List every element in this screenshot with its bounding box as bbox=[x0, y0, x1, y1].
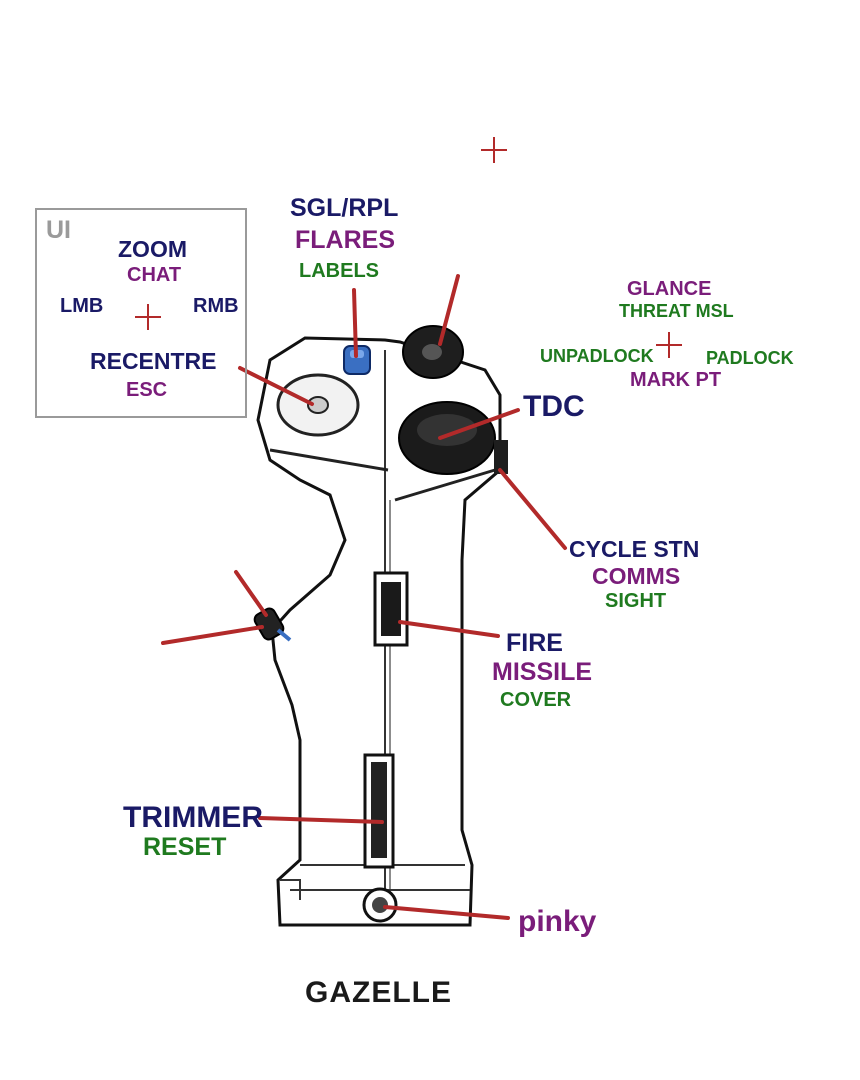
missile-label: MISSILE bbox=[492, 658, 593, 686]
leader-side-2 bbox=[161, 625, 264, 645]
cycle-stn-button bbox=[494, 440, 508, 474]
unpadlock-label: UNPADLOCK bbox=[540, 346, 654, 366]
rmb-label: RMB bbox=[193, 295, 239, 317]
comms-label: COMMS bbox=[592, 563, 681, 589]
glance-label: GLANCE bbox=[627, 278, 712, 300]
leader-fire bbox=[398, 620, 500, 638]
recentre-label: RECENTRE bbox=[90, 348, 217, 374]
zoom-label: ZOOM bbox=[118, 236, 187, 262]
leader-hat bbox=[438, 274, 460, 346]
mark-pt-label: MARK PT bbox=[630, 369, 722, 391]
chat-label: CHAT bbox=[127, 264, 182, 286]
sight-label: SIGHT bbox=[605, 590, 667, 612]
footer-title: GAZELLE bbox=[305, 976, 452, 1009]
labels-label: LABELS bbox=[299, 260, 379, 282]
lmb-label: LMB bbox=[60, 295, 104, 317]
cycle-stn-label: CYCLE STN bbox=[569, 536, 700, 562]
esc-label: ESC bbox=[126, 379, 168, 401]
tdc-label: TDC bbox=[523, 390, 585, 423]
flares-label: FLARES bbox=[295, 226, 395, 254]
hat-crosshair bbox=[656, 332, 682, 358]
trimmer-label: TRIMMER bbox=[123, 801, 263, 834]
reset-label: RESET bbox=[143, 833, 227, 861]
ui-crosshair bbox=[135, 304, 161, 330]
ui-box-title: UI bbox=[46, 216, 71, 244]
leader-trimmer bbox=[258, 816, 384, 824]
padlock-label: PADLOCK bbox=[706, 348, 794, 368]
leader-side bbox=[234, 570, 268, 617]
cover-label: COVER bbox=[500, 689, 572, 711]
leader-pinky bbox=[383, 905, 510, 920]
threat-msl-label: THREAT MSL bbox=[619, 301, 734, 321]
leader-tdc bbox=[438, 408, 520, 440]
sgl-rpl-label: SGL/RPL bbox=[290, 194, 399, 222]
ui-box bbox=[35, 208, 247, 418]
top-crosshair bbox=[481, 137, 507, 163]
leader-recentre bbox=[238, 366, 314, 406]
fire-label: FIRE bbox=[506, 629, 563, 657]
leader-sgl bbox=[352, 288, 358, 358]
pinky-label: pinky bbox=[518, 905, 597, 938]
leader-cycle bbox=[498, 468, 567, 550]
